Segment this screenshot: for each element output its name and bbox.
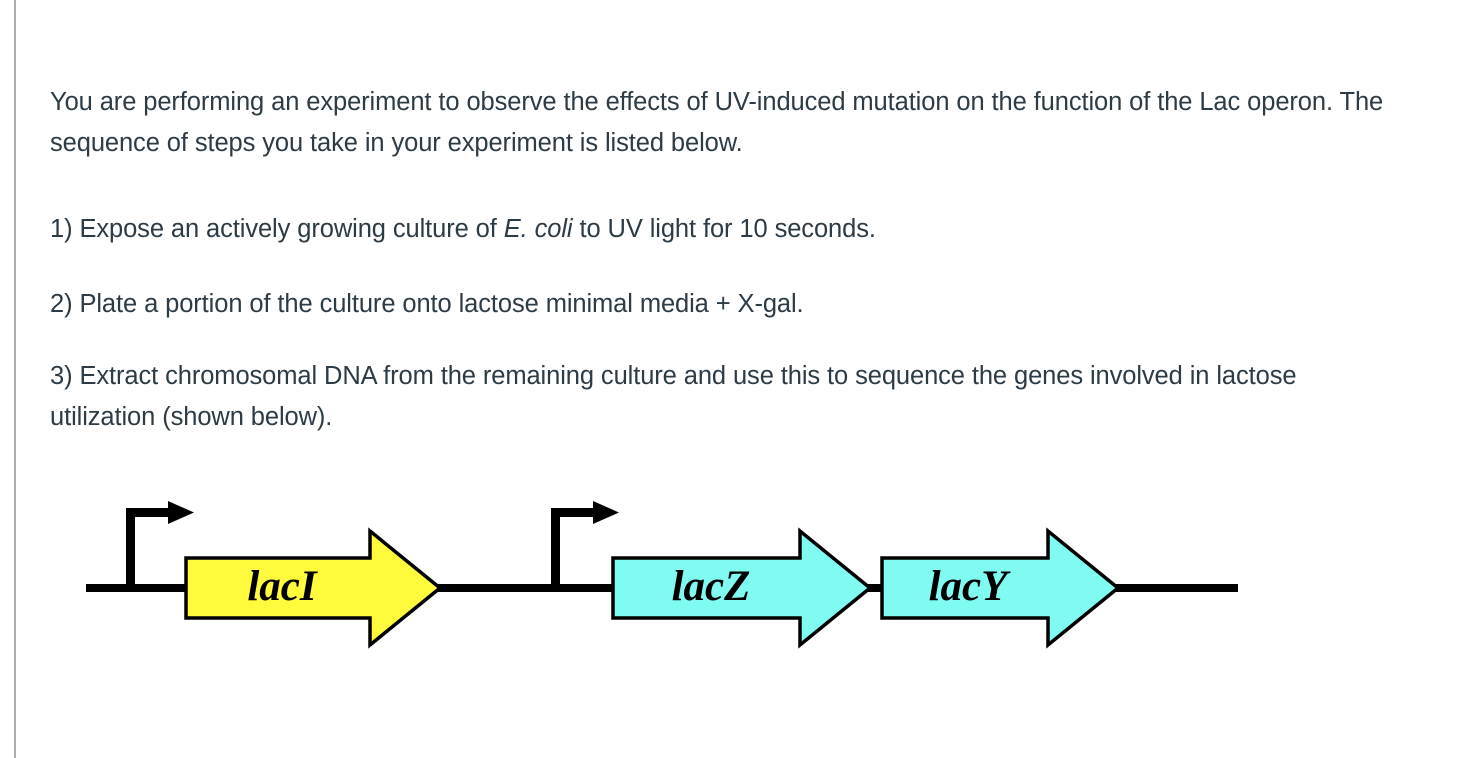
gene-label-lacz: lacZ	[672, 563, 751, 610]
step-1-text-after: to UV light for 10 seconds.	[572, 214, 876, 243]
promoter-laci-stem	[126, 508, 135, 592]
gene-arrow-lacy-shape	[880, 527, 1121, 649]
gene-arrow-lacy: lacY	[880, 527, 1121, 649]
step-1-species-italic: E. coli	[503, 214, 573, 243]
promoter-laci-arrowhead	[168, 501, 194, 524]
step-1-paragraph: 1) Expose an actively growing culture of…	[50, 209, 1440, 250]
question-left-border	[14, 0, 16, 758]
step-1-text-before: 1) Expose an actively growing culture of	[50, 214, 504, 243]
promoter-lacz-arm	[551, 508, 597, 517]
promoter-laci-icon	[126, 501, 194, 592]
gene-arrow-lacz: lacZ	[611, 527, 873, 649]
promoter-lacz-icon	[551, 501, 619, 592]
gene-arrow-lacz-shape	[611, 527, 873, 649]
step-3-paragraph: 3) Extract chromosomal DNA from the rema…	[50, 361, 1304, 431]
dna-line-segment-left	[86, 584, 236, 592]
question-content: You are performing an experiment to obse…	[50, 0, 1471, 758]
lac-operon-diagram: lacI lacZ lacY	[50, 470, 1300, 670]
dna-line-segment-right	[1110, 584, 1238, 592]
gene-arrow-laci: lacI	[184, 527, 443, 649]
dna-backbone	[86, 584, 1238, 592]
promoter-laci-arm	[126, 508, 172, 517]
gene-arrow-laci-shape	[184, 527, 443, 649]
promoter-lacz-arrowhead	[593, 501, 619, 524]
gene-label-laci: lacI	[247, 563, 318, 610]
intro-paragraph: You are performing an experiment to obse…	[50, 87, 1391, 157]
gene-label-lacy: lacY	[929, 563, 1012, 610]
dna-line-segment-lacz-lacy	[860, 584, 900, 592]
step-2-paragraph: 2) Plate a portion of the culture onto l…	[50, 289, 804, 318]
promoter-lacz-stem	[551, 508, 560, 592]
dna-line-segment-middle	[433, 584, 613, 592]
